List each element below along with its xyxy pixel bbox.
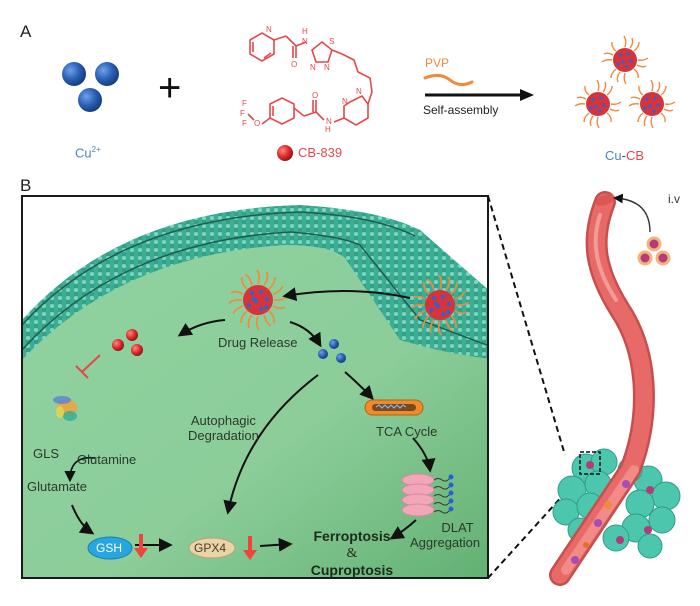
gsh-decrease-icon bbox=[134, 534, 148, 558]
release-cu-arrow bbox=[289, 321, 322, 348]
atom-label: F bbox=[240, 109, 245, 118]
iv-injection-arrow bbox=[613, 193, 651, 233]
copper-label-base: Cu bbox=[75, 145, 92, 161]
atom-label: N bbox=[302, 37, 308, 46]
panel-a-letter: A bbox=[20, 22, 32, 41]
gls-conversion-arrow bbox=[64, 456, 96, 483]
cell-death-label: Ferroptosis & Cuproptosis bbox=[302, 528, 402, 579]
cu-to-tca-arrow bbox=[344, 371, 374, 401]
gpx4-node bbox=[188, 537, 236, 559]
blood-vessel-icon bbox=[549, 191, 681, 586]
copper-ions-icon bbox=[62, 62, 119, 112]
glutamate-label: Glutamate bbox=[27, 479, 87, 494]
gpx4-label: GPX4 bbox=[194, 541, 227, 555]
release-cb839-arrow bbox=[177, 319, 226, 337]
mitochondrion-icon bbox=[364, 399, 424, 416]
pvp-chain-icon bbox=[423, 73, 474, 87]
cucb-label: Cu-CB bbox=[605, 148, 644, 163]
iv-nanoparticles-icon bbox=[637, 236, 671, 266]
zoom-guide-line-top bbox=[487, 195, 566, 456]
autophagic-line2: Degradation bbox=[188, 428, 259, 443]
arrow-head-icon bbox=[520, 89, 534, 101]
gpx4-to-death-arrow bbox=[259, 537, 293, 552]
gls-label: GLS bbox=[33, 446, 60, 461]
atom-label: O bbox=[312, 91, 318, 100]
atom-label: N bbox=[326, 117, 332, 126]
drug-release-label: Drug Release bbox=[218, 335, 298, 350]
autophagic-arrow bbox=[223, 374, 319, 515]
ampersand-label: & bbox=[346, 546, 358, 561]
self-assembly-arrow bbox=[423, 73, 534, 101]
ferroptosis-label: Ferroptosis bbox=[313, 528, 391, 544]
cb839-structure-icon bbox=[247, 32, 373, 126]
inhibition-bar-icon bbox=[75, 365, 89, 379]
gsh-node bbox=[87, 536, 133, 560]
atom-label: S bbox=[329, 37, 334, 46]
cucb-label-cb: CB bbox=[625, 148, 645, 163]
atom-label: H bbox=[325, 125, 331, 134]
dlat-aggregate-icon bbox=[401, 473, 454, 517]
pvp-label: PVP bbox=[425, 56, 450, 70]
gsh-label: GSH bbox=[96, 541, 123, 555]
cucb-label-dash: - bbox=[621, 148, 626, 163]
dlat-line2: Aggregation bbox=[410, 535, 481, 550]
dlat-line1: DLAT bbox=[441, 520, 474, 535]
inhibition-line bbox=[81, 354, 101, 373]
atom-label: O bbox=[291, 60, 297, 69]
cb839-label: CB-839 bbox=[298, 145, 343, 160]
cb839-sphere-icon bbox=[277, 145, 293, 161]
atom-label: N bbox=[356, 87, 362, 96]
dlat-to-death-arrow bbox=[389, 519, 417, 540]
gls-protein-icon bbox=[53, 396, 77, 421]
atom-label: F bbox=[242, 99, 247, 108]
copper-label-charge: 2+ bbox=[91, 145, 101, 154]
zoom-region-box bbox=[579, 451, 601, 475]
atom-label: N bbox=[266, 25, 272, 34]
atom-label: N bbox=[342, 97, 348, 106]
atom-label: O bbox=[254, 119, 260, 128]
atom-label: H bbox=[302, 27, 308, 36]
plus-sign: + bbox=[158, 66, 182, 110]
cb839-molecules-icon bbox=[112, 329, 143, 356]
gpx4-decrease-icon bbox=[243, 536, 257, 560]
autophagic-degradation-label: Autophagic Degradation bbox=[188, 413, 259, 443]
cuproptosis-label: Cuproptosis bbox=[310, 562, 394, 578]
atom-label: F bbox=[242, 119, 247, 128]
cu-ions-icon bbox=[318, 339, 346, 363]
tca-to-dlat-arrow bbox=[412, 437, 436, 473]
autophagic-line1: Autophagic bbox=[190, 413, 256, 428]
copper-label: Cu2+ bbox=[75, 145, 101, 160]
cytoplasm bbox=[22, 245, 488, 578]
self-assembly-label: Self-assembly bbox=[423, 103, 499, 117]
dlat-aggregation-label: DLAT Aggregation bbox=[410, 520, 480, 550]
cucb-label-cu: Cu bbox=[605, 148, 622, 163]
cb839-atom-labels: N H N O S N N N N O H N F F F O bbox=[240, 25, 362, 134]
glutamate-to-gsh-arrow bbox=[71, 504, 95, 535]
glutamine-label: Glutamine bbox=[77, 452, 137, 467]
uptake-arrow bbox=[282, 287, 411, 302]
iv-label: i.v bbox=[668, 192, 680, 206]
panel-b-letter: B bbox=[20, 176, 32, 195]
zoom-box-border bbox=[21, 195, 489, 579]
tca-cycle-label: TCA Cycle bbox=[376, 424, 438, 439]
atom-label: N bbox=[310, 63, 316, 72]
atom-label: N bbox=[324, 63, 330, 72]
